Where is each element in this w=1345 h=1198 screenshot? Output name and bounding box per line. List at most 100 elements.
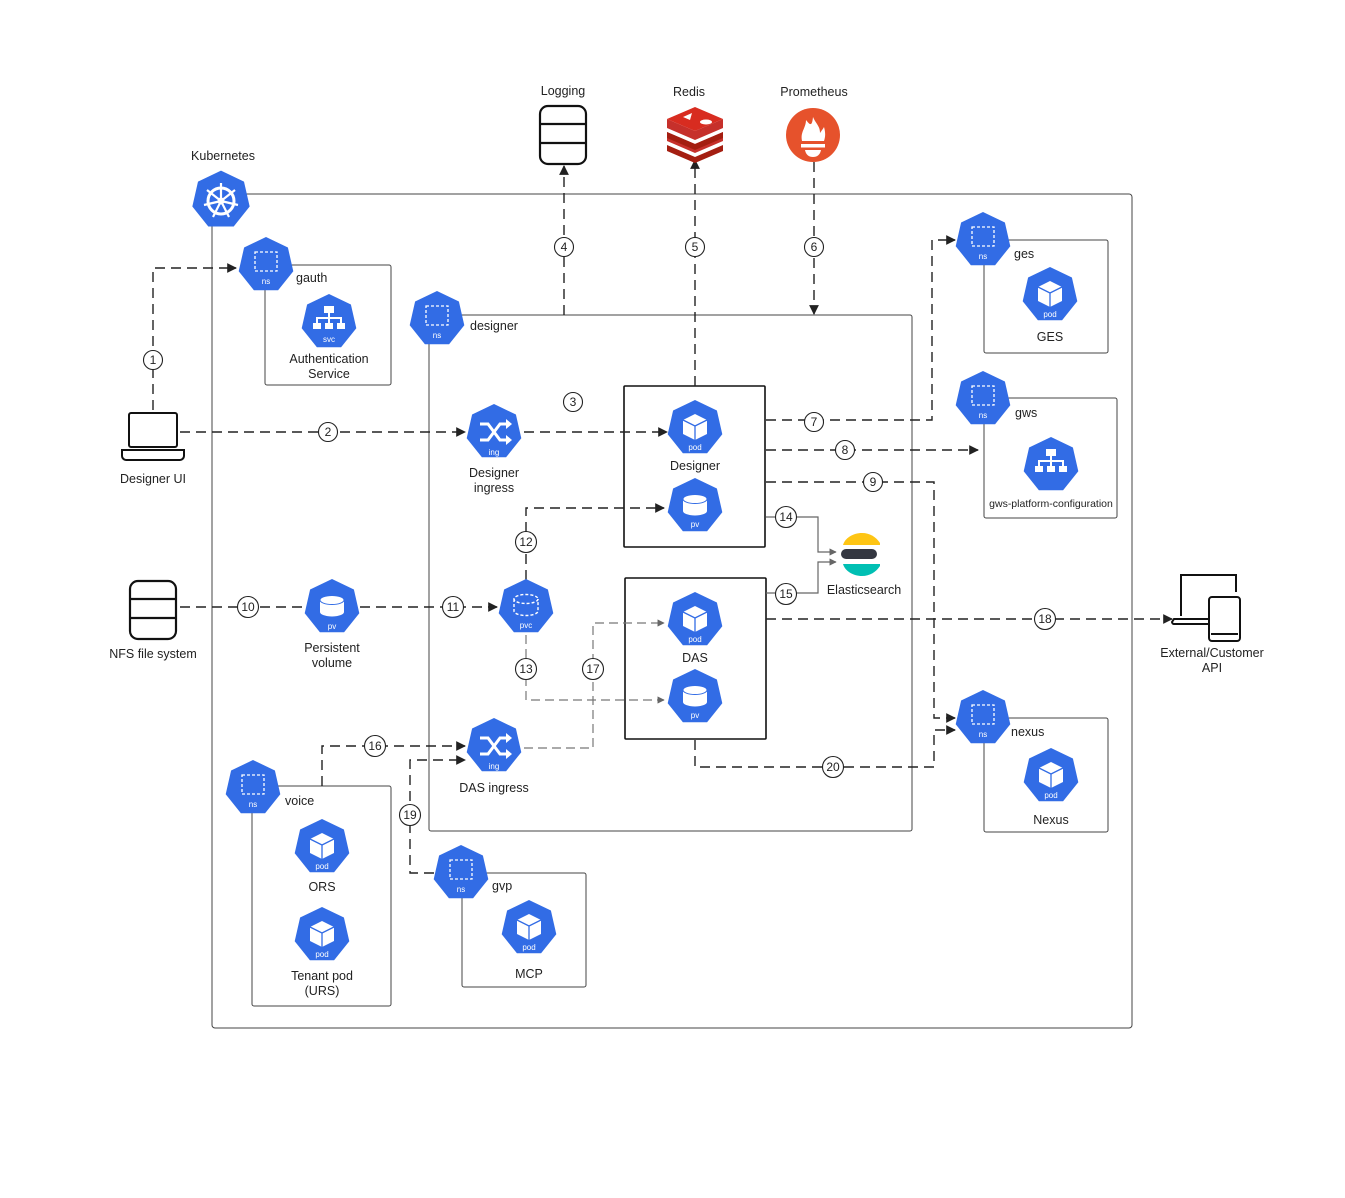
step-18: 18: [1033, 607, 1057, 631]
prometheus-icon: [786, 108, 840, 162]
step-12: 12: [514, 530, 538, 554]
voice-namespace-label: voice: [285, 794, 314, 808]
step-13: 13: [514, 657, 538, 681]
step-19: 19: [398, 803, 422, 827]
svg-text:pod: pod: [315, 862, 328, 871]
svg-text:2: 2: [325, 425, 332, 439]
svg-text:ns: ns: [979, 252, 987, 261]
edge-20: [694, 725, 956, 768]
gvp-namespace-box: [461, 872, 587, 988]
svg-text:pv: pv: [691, 711, 699, 720]
redis-icon: [667, 107, 723, 163]
svg-text:pvc: pvc: [520, 621, 532, 630]
voice-namespace-icon: ns: [225, 760, 281, 814]
devices-icon: [1170, 574, 1241, 642]
gauth-namespace-icon: ns: [238, 237, 294, 291]
svg-text:ns: ns: [249, 800, 257, 809]
tenant-pod-label-line2: (URS): [305, 984, 340, 998]
nfs-database-icon: [128, 579, 178, 641]
designer-ingress-icon: ing: [466, 404, 522, 458]
svg-text:4: 4: [561, 240, 568, 254]
designer-ingress-label-line2: ingress: [474, 481, 514, 495]
ges-namespace-label: ges: [1014, 247, 1034, 261]
ges-namespace-box: [983, 239, 1109, 354]
svg-text:pod: pod: [522, 943, 535, 952]
edge-15: [766, 558, 837, 594]
edge-9: [766, 481, 956, 723]
svg-text:17: 17: [586, 662, 600, 676]
svg-text:18: 18: [1038, 612, 1052, 626]
das-component-box: [624, 577, 767, 740]
ors-pod-label: ORS: [308, 880, 335, 894]
edge-13: [525, 635, 665, 704]
svg-text:ns: ns: [457, 885, 465, 894]
step-14: 14: [774, 505, 798, 529]
svg-text:14: 14: [779, 510, 793, 524]
svg-text:6: 6: [811, 240, 818, 254]
logging-label: Logging: [541, 84, 586, 98]
external-api-label-line1: External/Customer: [1160, 646, 1264, 660]
designer-namespace-label: designer: [470, 319, 518, 333]
svg-text:5: 5: [692, 240, 699, 254]
das-pod-icon: pod: [667, 592, 723, 646]
das-pod-label: DAS: [682, 651, 708, 665]
step-5: 5: [684, 236, 706, 258]
kubernetes-cluster-boundary: [211, 193, 1133, 1029]
step-11: 11: [441, 595, 465, 619]
step-15: 15: [774, 582, 798, 606]
auth-service-icon: svc: [301, 294, 357, 348]
gws-namespace-label: gws: [1015, 406, 1037, 420]
svg-text:7: 7: [811, 415, 818, 429]
nexus-namespace-icon: ns: [955, 690, 1011, 744]
edge-7: [766, 235, 956, 421]
gws-service-icon: [1023, 437, 1079, 491]
svg-text:3: 3: [570, 395, 577, 409]
svg-text:pod: pod: [1043, 310, 1056, 319]
nexus-namespace-box: [983, 717, 1109, 833]
kubernetes-icon: [192, 170, 250, 227]
step-17: 17: [581, 657, 605, 681]
gvp-namespace-icon: ns: [433, 845, 489, 899]
das-pv-icon: pv: [667, 669, 723, 723]
gws-service-label: gws-platform-configuration: [989, 498, 1113, 510]
svg-text:11: 11: [447, 600, 460, 614]
elasticsearch-icon: [841, 533, 880, 576]
gauth-namespace-label: gauth: [296, 271, 327, 285]
nexus-pod-icon: pod: [1023, 748, 1079, 802]
svg-text:9: 9: [870, 475, 877, 489]
step-2: 2: [317, 421, 339, 443]
svg-text:ing: ing: [489, 762, 500, 771]
designer-ui-label: Designer UI: [120, 472, 186, 486]
edge-1: [152, 263, 237, 410]
step-8: 8: [834, 439, 856, 461]
persistent-volume-label-line1: Persistent: [304, 641, 360, 655]
edge-17: [524, 619, 665, 749]
svg-text:19: 19: [403, 808, 417, 822]
step-20: 20: [821, 755, 845, 779]
ges-namespace-icon: ns: [955, 212, 1011, 266]
svg-text:1: 1: [150, 353, 157, 367]
edge-16: [321, 741, 466, 786]
svg-text:ns: ns: [262, 277, 270, 286]
step-10: 10: [236, 595, 260, 619]
pvc-icon: pvc: [498, 579, 554, 633]
step-16: 16: [363, 734, 387, 758]
designer-pod-label: Designer: [670, 459, 720, 473]
step-7: 7: [803, 411, 825, 433]
persistent-volume-label-line2: volume: [312, 656, 352, 670]
mcp-pod-label: MCP: [515, 967, 543, 981]
prometheus-label: Prometheus: [780, 85, 847, 99]
svg-text:pod: pod: [1044, 791, 1057, 800]
designer-pod-icon: pod: [667, 400, 723, 454]
step-4: 4: [553, 236, 575, 258]
auth-service-label-line1: Authentication: [289, 352, 368, 366]
redis-label: Redis: [673, 85, 705, 99]
designer-ingress-label-line1: Designer: [469, 466, 519, 480]
edge-12: [525, 503, 665, 580]
svg-text:12: 12: [519, 535, 533, 549]
svg-text:ing: ing: [489, 448, 500, 457]
laptop-icon: [121, 412, 185, 461]
step-6: 6: [803, 236, 825, 258]
step-1: 1: [142, 349, 164, 371]
tenant-pod-label-line1: Tenant pod: [291, 969, 353, 983]
